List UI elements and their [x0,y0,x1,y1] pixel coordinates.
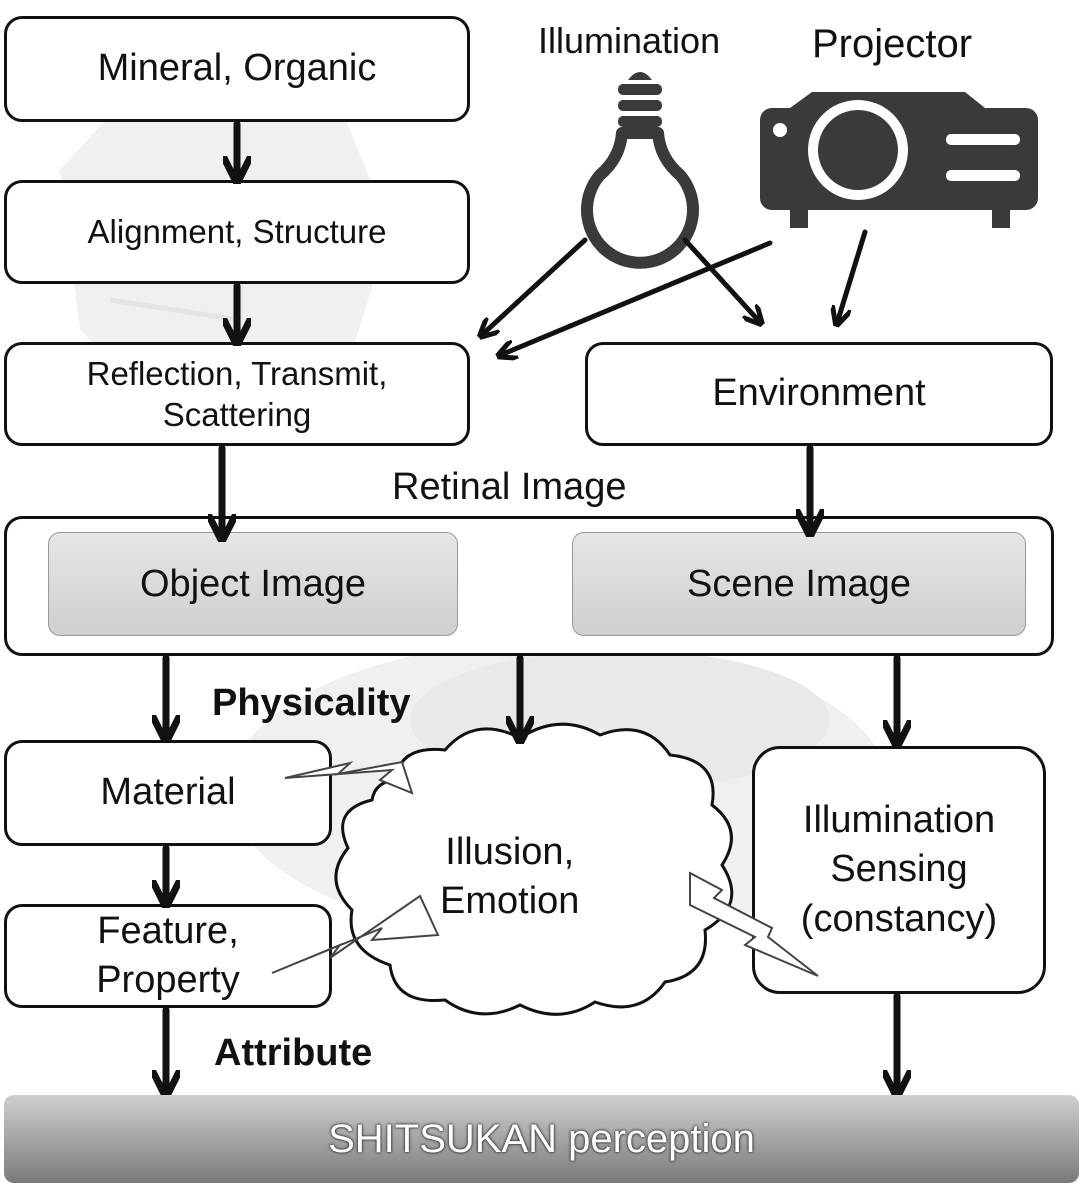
illumination-label: Illumination [538,20,721,61]
arrow-bulb-to-reflection [484,237,588,333]
arrow-projector-to-environment [838,229,868,320]
physicality-label: Physicality [212,682,411,724]
illum-sensing-line1: Illumination [802,798,996,841]
scene-image-text: Scene Image [687,562,911,605]
alignment-structure-text: Alignment, Structure [87,213,387,251]
illusion-emotion-text: Illusion, Emotion [440,828,579,927]
shitsukan-banner-text: SHITSUKAN perception [328,1116,755,1161]
reflection-text-line1: Reflection, Transmit, [86,354,388,392]
object-image-text: Object Image [140,562,366,605]
illumination-sensing-box: Illumination Sensing (constancy) [752,746,1046,994]
environment-box: Environment [585,342,1053,446]
attribute-label: Attribute [214,1032,373,1074]
arrow-bulb-to-environment [682,237,758,320]
illum-sensing-line3: (constancy) [800,897,998,940]
shitsukan-banner: SHITSUKAN perception [4,1095,1079,1183]
material-text: Material [100,771,236,814]
illusion-text-line1: Illusion, [445,831,575,873]
mineral-organic-text: Mineral, Organic [97,47,377,90]
material-box: Material [4,740,332,846]
scene-image-box: Scene Image [572,532,1026,636]
feature-property-box: Feature, Property [4,904,332,1008]
projector-label: Projector [812,22,973,66]
mineral-organic-box: Mineral, Organic [4,16,470,122]
arrow-projector-to-reflection [503,240,773,354]
illum-sensing-line2: Sensing [830,848,968,891]
object-image-box: Object Image [48,532,458,636]
retinal-image-label: Retinal Image [392,466,627,508]
feature-text-line1: Feature, [97,909,239,952]
feature-text-line2: Property [96,959,240,1001]
environment-text: Environment [712,372,926,415]
reflection-text-line2: Scattering [162,396,312,433]
illusion-text-line2: Emotion [440,880,580,923]
